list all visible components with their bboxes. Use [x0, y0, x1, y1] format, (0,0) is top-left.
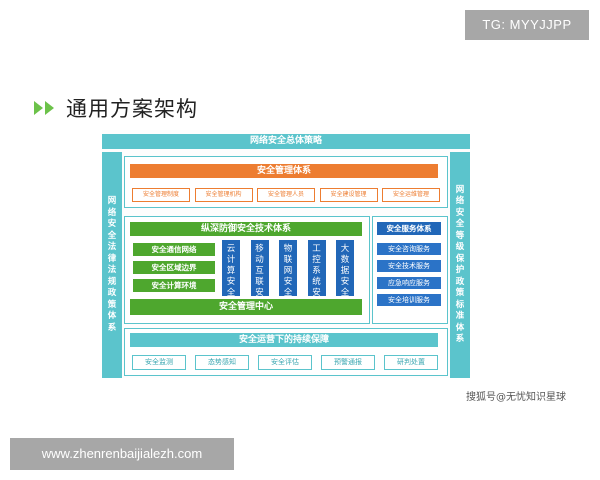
column-char: 联	[255, 277, 264, 287]
column-char: 安	[283, 277, 293, 287]
management-title: 安全管理体系	[130, 164, 438, 178]
side-char: 系	[455, 334, 465, 344]
column-char: 联	[283, 255, 293, 265]
column-char: 互	[255, 266, 264, 276]
column-char: 数	[340, 255, 350, 265]
tech-domain-column: 移动互联安	[250, 240, 269, 298]
side-char: 级	[455, 242, 465, 252]
column-char: 动	[255, 255, 264, 265]
side-char: 法	[107, 242, 117, 252]
column-char: 安	[255, 288, 264, 298]
side-char: 络	[107, 207, 117, 218]
side-char: 律	[107, 253, 117, 264]
side-char: 体	[107, 311, 117, 321]
side-char: 策	[455, 288, 465, 298]
double-arrow-icon	[34, 101, 56, 115]
column-char: 全	[340, 288, 350, 298]
side-char: 护	[455, 265, 465, 275]
ops-item: 安全监测	[132, 355, 186, 370]
site-watermark: www.zhenrenbaijialezh.com	[10, 438, 234, 470]
column-char: 算	[226, 266, 236, 276]
tech-green-item: 安全区域边界	[133, 261, 215, 274]
side-char: 网	[107, 196, 117, 206]
column-char: 计	[226, 255, 236, 265]
column-char: 物	[283, 244, 293, 254]
side-char: 体	[455, 322, 465, 333]
column-char: 全	[283, 288, 293, 298]
tech-title: 纵深防御安全技术体系	[130, 222, 362, 236]
service-item: 安全培训服务	[377, 294, 441, 306]
column-char: 统	[312, 277, 321, 287]
column-char: 移	[255, 244, 264, 254]
column-char: 控	[312, 255, 321, 265]
top-strategy-bar: 网络安全总体策略	[102, 134, 470, 149]
side-char: 准	[455, 311, 465, 321]
service-item: 安全咨询服务	[377, 243, 441, 255]
service-item: 应急响应服务	[377, 277, 441, 289]
tech-domain-column: 云计算安全	[222, 240, 240, 298]
ops-item: 研判处置	[384, 355, 438, 370]
page-title: 通用方案架构	[66, 97, 198, 121]
tech-green-item: 安全计算环境	[133, 279, 215, 292]
title-block: 通用方案架构	[34, 96, 198, 121]
side-char: 系	[107, 322, 117, 333]
column-char: 安	[340, 277, 350, 287]
tg-watermark: TG: MYYJJPP	[465, 10, 589, 40]
management-item: 安全建设管理	[319, 188, 378, 202]
ops-item: 态势感知	[195, 355, 249, 370]
side-char: 安	[455, 207, 465, 218]
column-char: 大	[340, 244, 350, 254]
column-char: 据	[340, 266, 350, 276]
side-char: 络	[455, 196, 465, 206]
management-item: 安全管理人员	[257, 188, 315, 202]
column-char: 全	[226, 288, 236, 298]
management-item: 安全管理机构	[194, 188, 253, 202]
side-char: 全	[455, 219, 465, 229]
side-char: 安	[107, 219, 117, 229]
tech-green-item: 安全通信网络	[133, 243, 215, 256]
column-char: 安	[312, 288, 321, 298]
side-char: 政	[455, 276, 465, 287]
side-char: 规	[107, 276, 117, 287]
side-char: 等	[455, 230, 465, 241]
column-char: 安	[226, 277, 236, 287]
left-side-label: 网络安全法律法规政策体系	[102, 152, 122, 378]
tech-domain-column: 物联网安全	[279, 240, 297, 298]
side-char: 标	[455, 299, 465, 310]
source-caption: 搜狐号@无忧知识星球	[466, 392, 566, 403]
management-item: 安全管理制度	[132, 188, 190, 202]
side-char: 全	[107, 230, 117, 241]
management-item: 安全运维管理	[382, 188, 440, 202]
side-char: 网	[455, 184, 465, 195]
ops-item: 安全评估	[258, 355, 312, 370]
side-char: 保	[455, 253, 465, 264]
architecture-diagram: 网络安全总体策略 网络安全法律法规政策体系 网络安全等级保护政策标准体系 安全管…	[102, 130, 470, 378]
tech-domain-column: 工控系统安	[307, 240, 326, 298]
column-char: 工	[312, 244, 321, 254]
right-side-label: 网络安全等级保护政策标准体系	[450, 152, 470, 378]
tech-domain-column: 大数据安全	[336, 240, 354, 298]
service-title: 安全服务体系	[377, 222, 441, 235]
side-char: 法	[107, 265, 117, 275]
tech-bottom-bar: 安全管理中心	[130, 299, 362, 315]
column-char: 网	[283, 266, 293, 276]
service-item: 安全技术服务	[377, 260, 441, 272]
side-char: 策	[107, 299, 117, 310]
ops-title: 安全运营下的持续保障	[130, 333, 438, 347]
column-char: 系	[312, 266, 321, 276]
ops-item: 预警通报	[321, 355, 375, 370]
side-char: 政	[107, 288, 117, 298]
column-char: 云	[226, 244, 236, 254]
